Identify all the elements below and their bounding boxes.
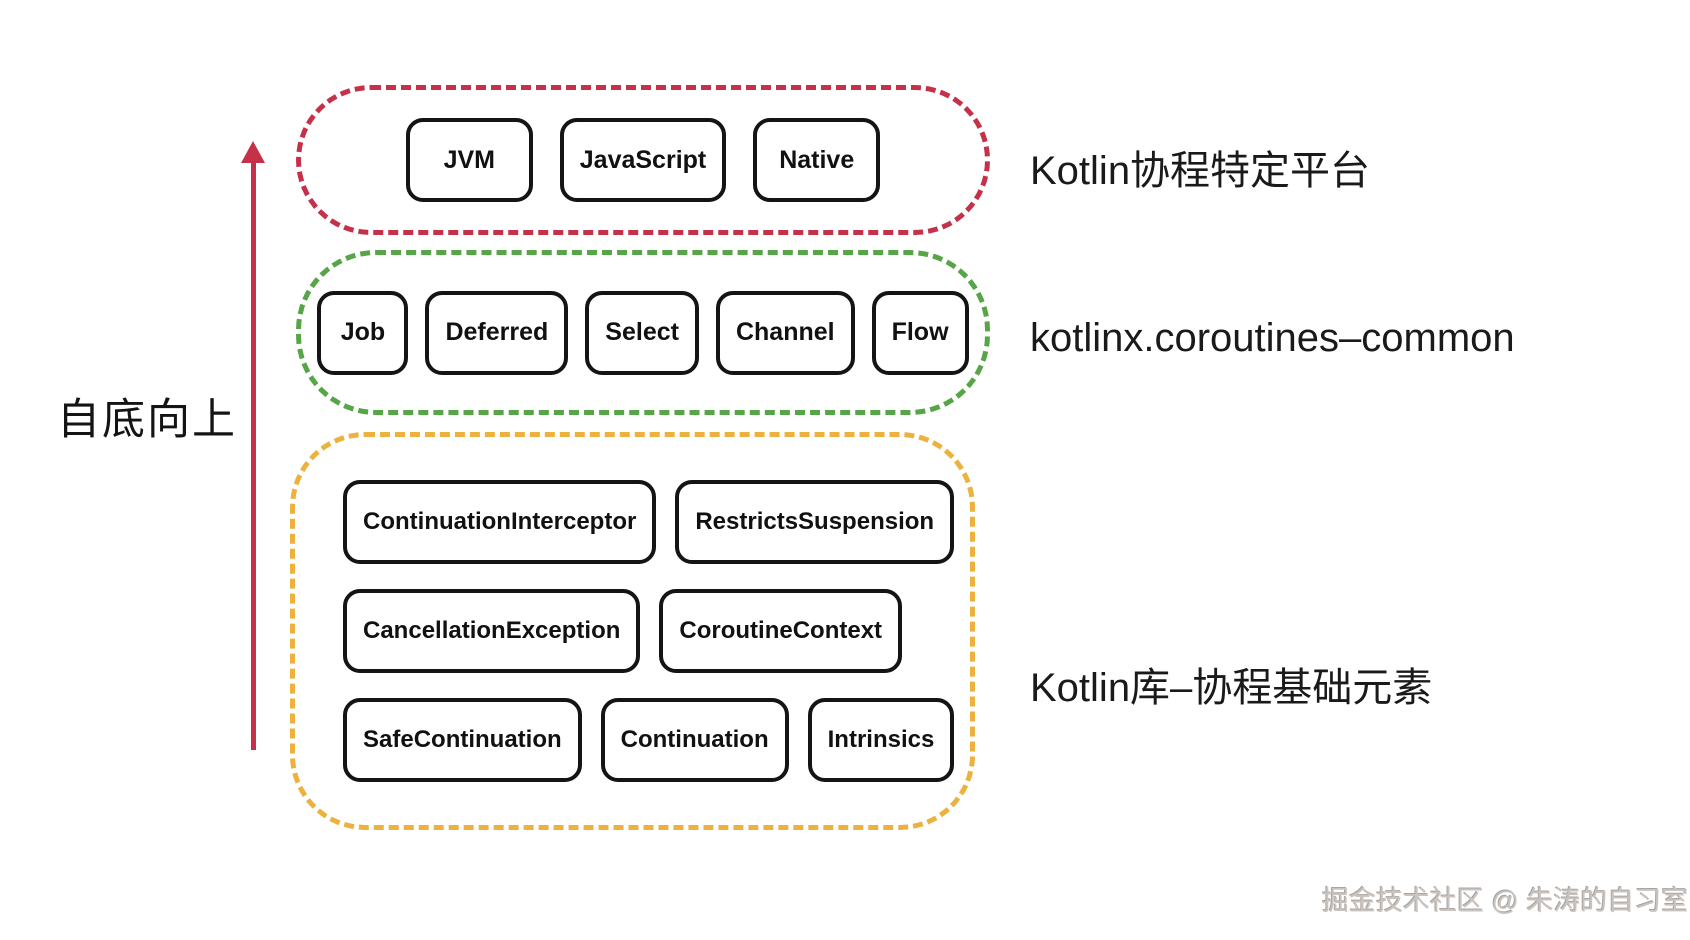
group-common: Job Deferred Select Channel Flow bbox=[296, 250, 990, 415]
box-deferred: Deferred bbox=[425, 290, 569, 375]
bottom-up-label: 自底向上 bbox=[57, 396, 237, 444]
arrow-up-icon bbox=[241, 141, 265, 163]
arrow-shaft bbox=[251, 160, 256, 750]
label-base: Kotlin库–协程基础元素 bbox=[1030, 666, 1433, 710]
group-platform: JVM JavaScript Native bbox=[296, 85, 990, 235]
box-restricts-suspension: RestrictsSuspension bbox=[675, 480, 955, 564]
box-intrinsics: Intrinsics bbox=[807, 698, 955, 782]
box-continuation-interceptor: ContinuationInterceptor bbox=[343, 480, 657, 564]
box-jvm: JVM bbox=[405, 118, 533, 202]
box-channel: Channel bbox=[715, 290, 855, 375]
box-flow: Flow bbox=[871, 290, 969, 375]
base-row-3: SafeContinuation Continuation Intrinsics bbox=[343, 698, 955, 782]
box-cancellation-exception: CancellationException bbox=[343, 589, 641, 673]
box-select: Select bbox=[585, 290, 699, 375]
box-job: Job bbox=[317, 290, 409, 375]
group-base: ContinuationInterceptor RestrictsSuspens… bbox=[290, 432, 975, 830]
label-platform: Kotlin协程特定平台 bbox=[1030, 149, 1371, 193]
box-continuation: Continuation bbox=[600, 698, 789, 782]
box-javascript: JavaScript bbox=[559, 118, 727, 202]
base-row-1: ContinuationInterceptor RestrictsSuspens… bbox=[343, 480, 955, 564]
base-row-2: CancellationException CoroutineContext bbox=[343, 589, 903, 673]
label-common: kotlinx.coroutines–common bbox=[1030, 316, 1515, 360]
watermark: 掘金技术社区 @ 朱涛的自习室 bbox=[1322, 886, 1689, 916]
box-safe-continuation: SafeContinuation bbox=[343, 698, 582, 782]
box-native: Native bbox=[753, 118, 881, 202]
box-coroutine-context: CoroutineContext bbox=[659, 589, 903, 673]
